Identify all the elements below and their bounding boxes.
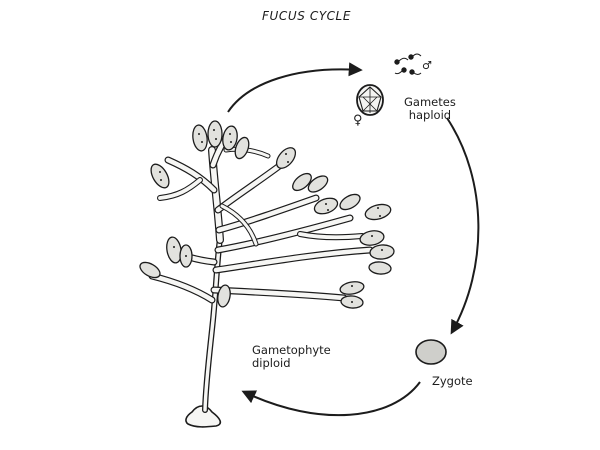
label-zygote: Zygote — [432, 374, 473, 388]
arrow-gametes-to-zygote — [446, 117, 480, 335]
arrow-zygote-to-gametophyte — [241, 381, 421, 417]
label-gametes-line1: Gametes — [404, 95, 456, 109]
label-gametes: Gametes haploid — [404, 96, 456, 122]
fucus-plant — [139, 120, 395, 428]
label-gametophyte-line2: diploid — [252, 356, 291, 370]
sperm-cells — [394, 53, 422, 75]
label-gametophyte: Gametophyte diploid — [252, 344, 331, 370]
male-symbol-icon: ♂ — [422, 59, 432, 72]
female-symbol-icon: ♀ — [353, 113, 363, 128]
oogonium-egg — [356, 84, 384, 116]
arrow-gametophyte-to-gametes — [227, 62, 363, 113]
label-gametes-line2: haploid — [408, 108, 452, 122]
diagram-title: FUCUS CYCLE — [262, 9, 352, 23]
receptacles — [139, 120, 395, 309]
zygote-cell — [415, 339, 447, 365]
conceptacle-dots — [159, 129, 383, 303]
label-gametophyte-line1: Gametophyte — [252, 343, 331, 357]
